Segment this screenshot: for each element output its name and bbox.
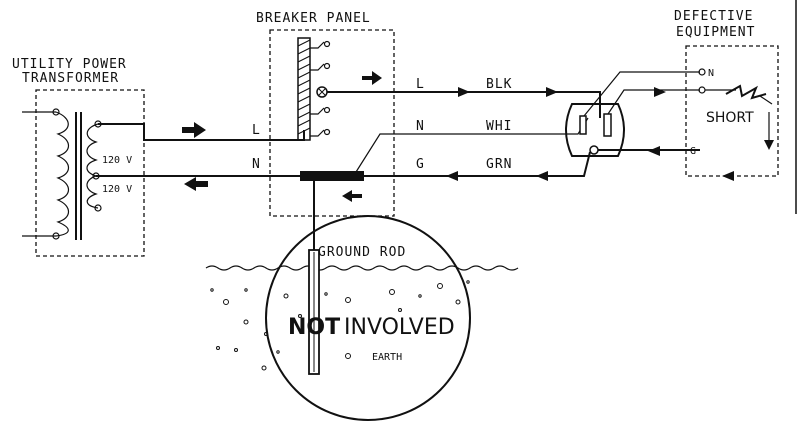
receptacle-ground-hole: [589, 145, 599, 155]
arrow-equip-top: [654, 87, 666, 97]
equipment-box: [685, 45, 779, 177]
breakers: [310, 40, 331, 137]
panel-l-label: L: [252, 123, 261, 138]
receptacle-body: [565, 103, 625, 157]
neutral-bar: [300, 171, 364, 181]
lightning-icon: [725, 84, 767, 100]
current-arrows: [182, 71, 774, 202]
arrow-right-panel: [362, 71, 382, 85]
equip-n-label: N: [708, 68, 714, 79]
secondary-coil: [86, 123, 99, 209]
wire-g-label: G: [416, 157, 425, 172]
short-label: SHORT: [706, 110, 754, 126]
transformer-box: [35, 89, 145, 257]
wire-l-label: L: [416, 77, 425, 92]
wires: [96, 91, 601, 250]
arrow-short-down: [764, 140, 774, 150]
breaker-panel: BREAKER PANEL L N: [252, 11, 395, 217]
ground-surface-line: [205, 265, 519, 271]
earth-section: GROUND ROD NOT INVOLVED EARTH: [205, 215, 519, 421]
ground-rod-label: GROUND ROD: [318, 245, 406, 260]
not-involved-circle: [265, 215, 471, 421]
arrow-blk-2: [546, 87, 558, 97]
arrow-blk-1: [458, 87, 470, 97]
arrow-grn-1: [446, 171, 458, 181]
involved-label: INVOLVED: [344, 315, 455, 340]
arrow-left-panel: [342, 190, 362, 202]
equip-g-label: G: [690, 146, 696, 157]
voltage-bottom: 120 V: [102, 184, 132, 195]
whi-label: WHI: [486, 119, 512, 134]
blk-label: BLK: [486, 77, 512, 92]
wire-n-label: N: [416, 119, 425, 134]
defective-equipment: DEFECTIVE EQUIPMENT N G SHORT: [674, 9, 779, 177]
primary-coil: [55, 111, 70, 237]
defective-title-line1: DEFECTIVE: [674, 9, 753, 24]
arrow-equip-bottom: [722, 171, 734, 181]
receptacle-slot-left: [579, 115, 587, 135]
receptacle-slot-right: [603, 113, 612, 137]
transformer-title-line1: UTILITY POWER: [12, 57, 127, 72]
receptacle: [565, 71, 700, 157]
voltage-top: 120 V: [102, 155, 132, 166]
utility-transformer: UTILITY POWER TRANSFORMER 120 V 120 V: [12, 57, 145, 257]
arrow-grn-2: [536, 171, 548, 181]
breaker-panel-box: [269, 29, 395, 217]
grn-label: GRN: [486, 157, 512, 172]
defective-title-line2: EQUIPMENT: [676, 25, 755, 40]
breaker-panel-title: BREAKER PANEL: [256, 11, 371, 26]
panel-n-label: N: [252, 157, 261, 172]
earth-speckles: [210, 280, 470, 371]
earth-label: EARTH: [372, 352, 402, 363]
arrow-left-primary: [184, 177, 208, 191]
not-label: NOT: [288, 315, 340, 340]
transformer-title-line2: TRANSFORMER: [22, 71, 119, 86]
arrow-right-primary: [182, 122, 206, 138]
